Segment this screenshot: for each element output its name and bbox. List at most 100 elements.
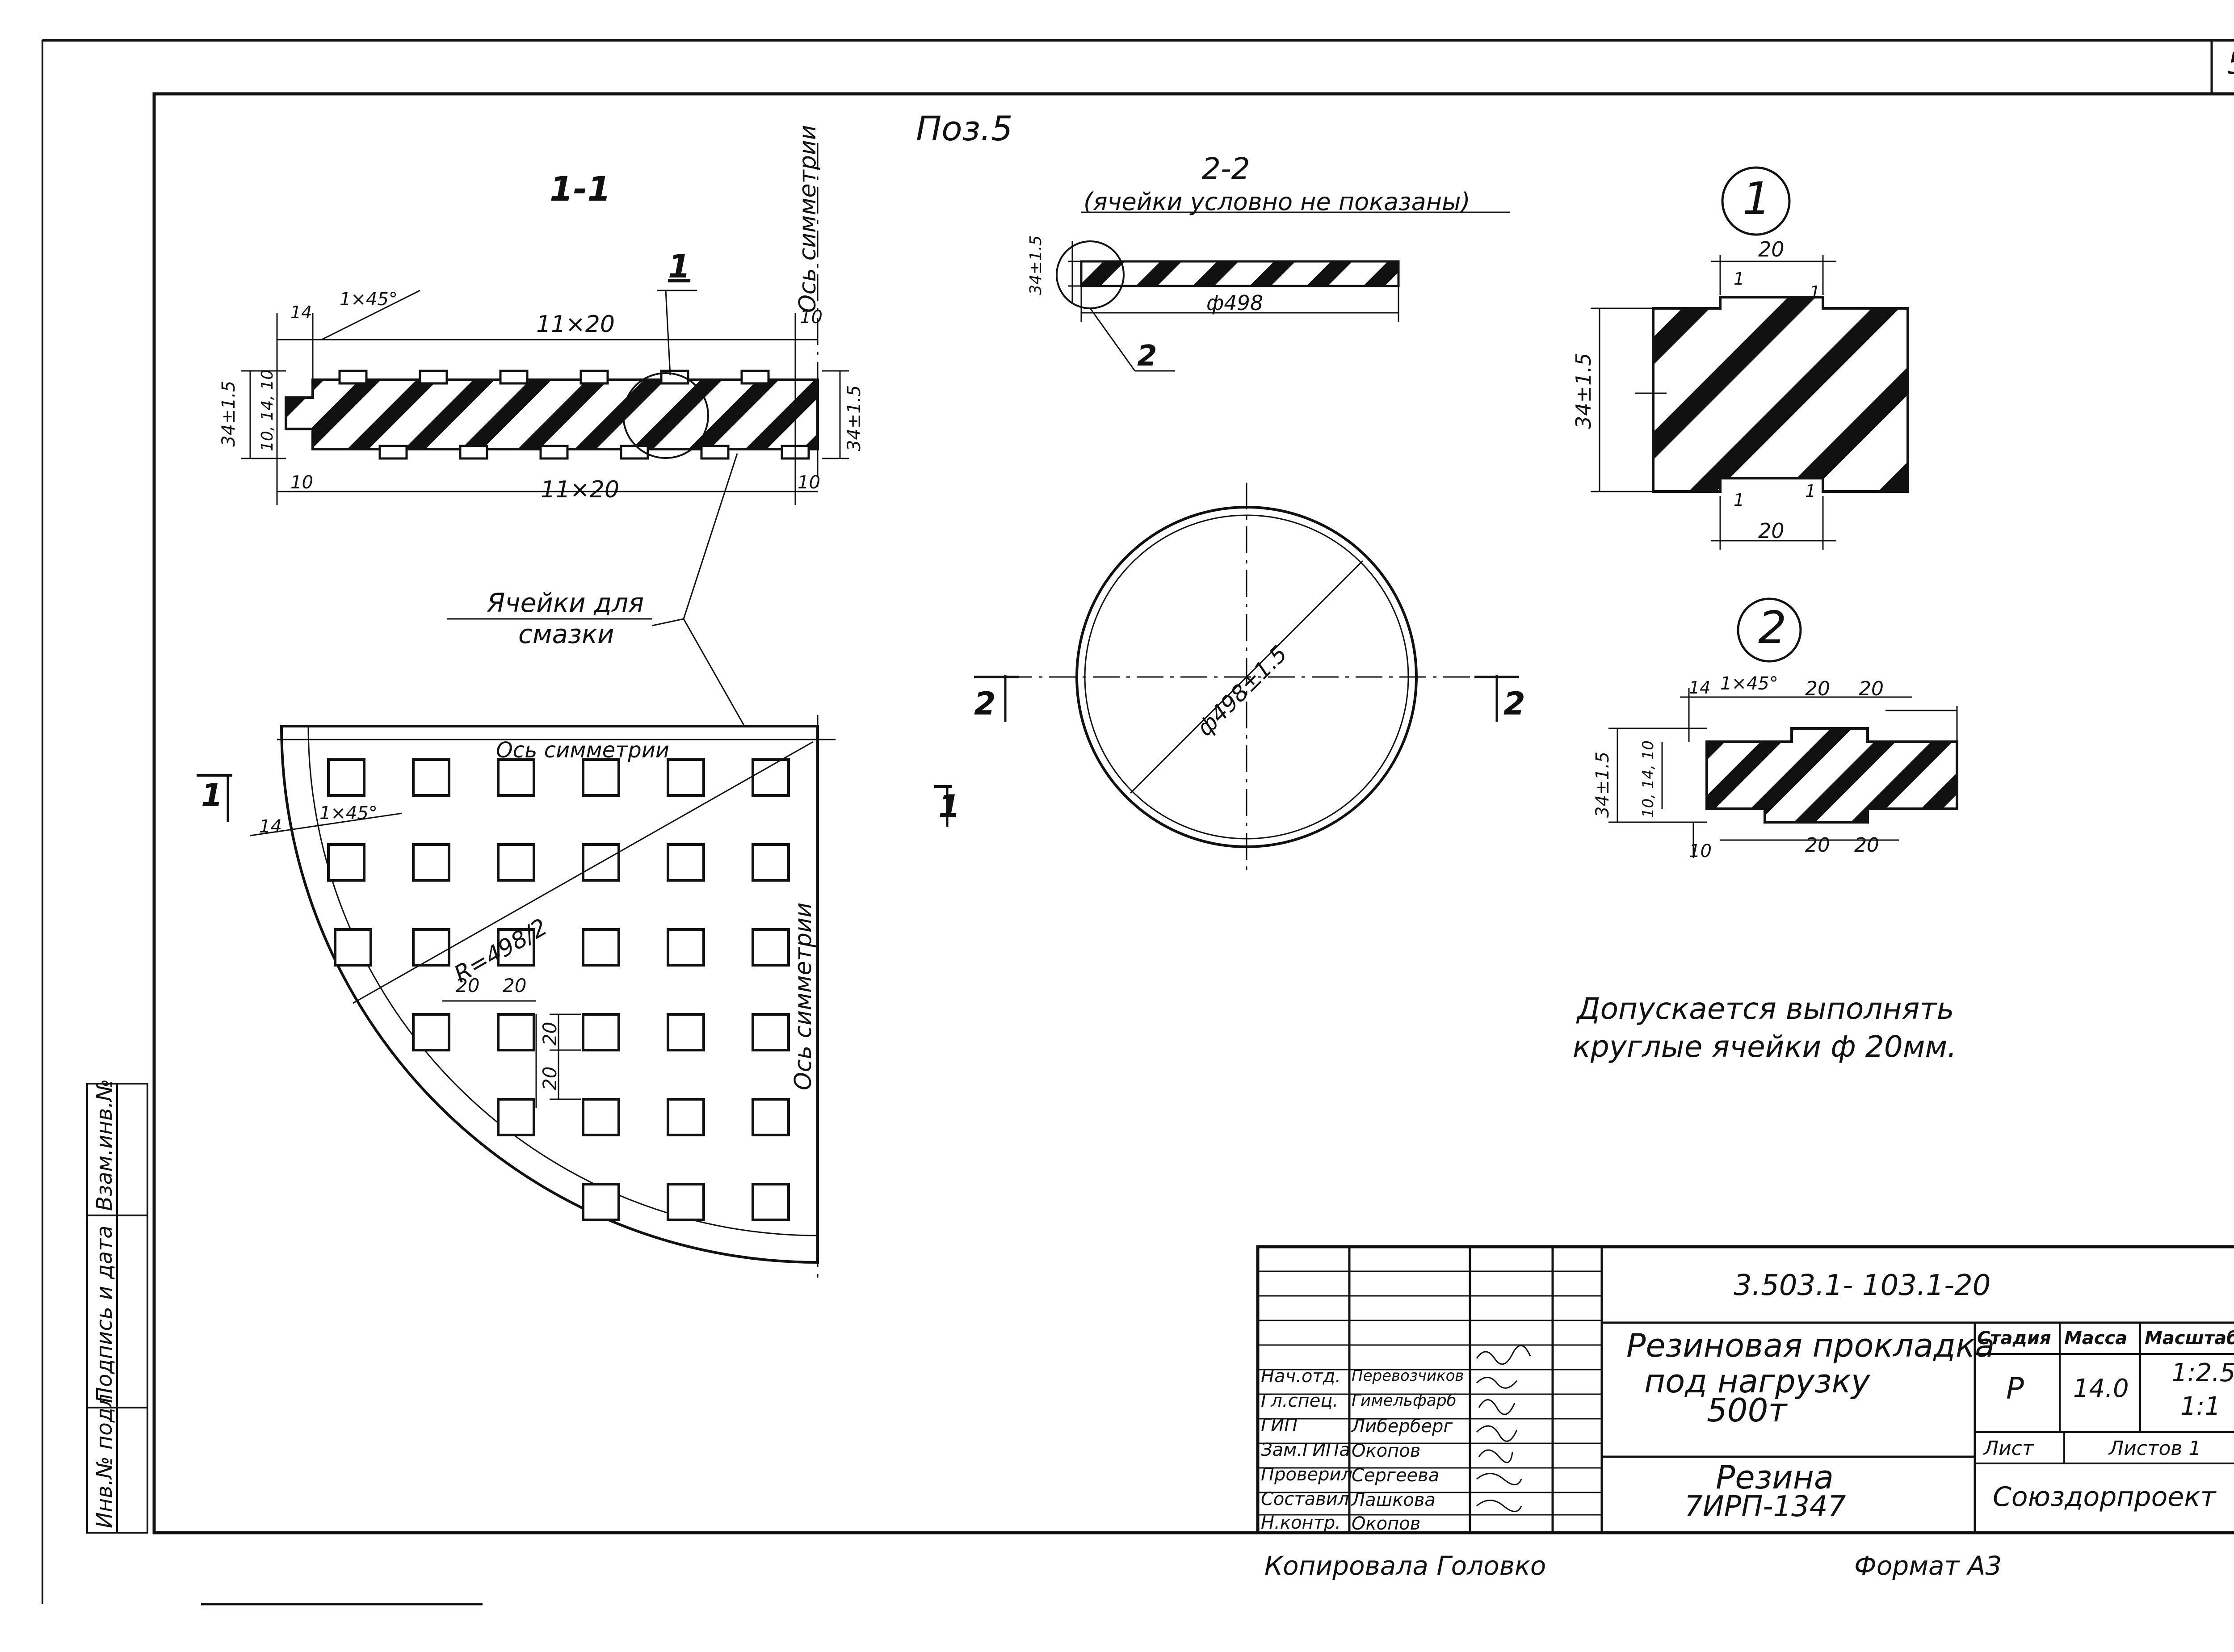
material-line1: Резина bbox=[1716, 1459, 1834, 1496]
section11-pitch-top: 11×20 bbox=[536, 311, 615, 338]
detail2-top-20a: 20 bbox=[1805, 677, 1830, 700]
detail2-w14: 14 bbox=[1689, 678, 1711, 698]
material-line2: 7ИРП-1347 bbox=[1684, 1490, 1846, 1523]
role-7: Н.контр. bbox=[1261, 1513, 1341, 1533]
detail2-chamfer: 1×45° bbox=[1720, 673, 1778, 694]
section11-w14: 14 bbox=[290, 303, 312, 322]
signatures bbox=[1476, 1345, 1531, 1512]
section-2-2 bbox=[1056, 211, 1510, 372]
section11-end10c: 10 bbox=[798, 472, 820, 493]
stamp-replace-inv: Взам.инв.№ bbox=[92, 1079, 117, 1211]
sheet-frame bbox=[42, 39, 2234, 1604]
detail2-mark: 2 bbox=[1758, 601, 1787, 654]
organization: Союздорпроект bbox=[1993, 1481, 2216, 1513]
stage-value: Р bbox=[2006, 1371, 2024, 1406]
sheet-label: Лист bbox=[1984, 1437, 2034, 1460]
person-5: Сергеева bbox=[1352, 1465, 1440, 1486]
section11-thickness-left: 34±1.5 bbox=[218, 381, 239, 447]
plan-chamfer: 1×45° bbox=[319, 803, 378, 824]
role-5: Проверил bbox=[1261, 1464, 1353, 1485]
cut-mark-2-right: 2 bbox=[1503, 685, 1525, 722]
detail2-bottom-10: 10 bbox=[1689, 841, 1712, 862]
section11-inner-dims: 10, 14, 10 bbox=[258, 370, 277, 451]
person-7: Окопов bbox=[1352, 1513, 1421, 1534]
section22-subtitle: (ячейки условно не показаны) bbox=[1083, 188, 1470, 216]
section11-axis-label: Ось симметрии bbox=[794, 125, 821, 313]
cells-label-line2: смазки bbox=[518, 619, 614, 649]
position-label: Поз.5 bbox=[916, 109, 1013, 148]
section22-title: 2-2 bbox=[1202, 151, 1250, 186]
plan-circle bbox=[934, 483, 1519, 871]
person-6: Лашкова bbox=[1352, 1490, 1436, 1510]
scale-value-1: 1:2.5 bbox=[2171, 1358, 2234, 1387]
cut-mark-2-left: 2 bbox=[974, 685, 996, 722]
section11-chamfer: 1×45° bbox=[340, 289, 398, 310]
detail-2 bbox=[1608, 597, 1958, 858]
cut-mark-1-plan: 1 bbox=[201, 777, 223, 814]
detail2-bottom-20b: 20 bbox=[1854, 834, 1879, 857]
mass-value: 14.0 bbox=[2073, 1374, 2129, 1403]
section11-pitch-bottom: 11×20 bbox=[541, 476, 619, 503]
scale-value-2: 1:1 bbox=[2180, 1392, 2221, 1421]
detail1-chamfer-c: 1 bbox=[1734, 490, 1745, 510]
section11-end10a: 10 bbox=[800, 307, 823, 328]
role-6: Составил bbox=[1261, 1489, 1349, 1509]
detail1-bottom-dim: 20 bbox=[1758, 519, 1785, 543]
role-3: ГИП bbox=[1261, 1415, 1298, 1436]
note-line1: Допускается выполнять bbox=[1577, 992, 1954, 1026]
mass-header: Масса bbox=[2064, 1328, 2128, 1349]
plan-axis-top: Ось симметрии bbox=[496, 738, 670, 763]
detail1-chamfer-a: 1 bbox=[1734, 269, 1745, 289]
detail1-chamfer-b: 1 bbox=[1810, 282, 1821, 302]
document-code: 3.503.1- 103.1-20 bbox=[1734, 1269, 1991, 1302]
circle-diameter: ф498±1.5 bbox=[1192, 641, 1292, 741]
plan-cell-dim-c: 20 bbox=[539, 1022, 561, 1046]
section22-thickness: 34±1.5 bbox=[1027, 235, 1045, 295]
detail1-top-dim: 20 bbox=[1758, 237, 1785, 261]
section11-thickness-right: 34±1.5 bbox=[844, 385, 865, 451]
sheet-number: 57 bbox=[2227, 49, 2234, 79]
copied-by: Копировала Головко bbox=[1264, 1551, 1546, 1581]
section11-end10b: 10 bbox=[290, 472, 313, 493]
section11-leader-number: 1 bbox=[668, 248, 691, 285]
title-name-line3: 500т bbox=[1707, 1391, 1787, 1429]
detail-1 bbox=[1591, 166, 1909, 550]
detail2-inner: 10, 14, 10 bbox=[1639, 740, 1657, 818]
stamp-inv-no: Инв.№ подл. bbox=[92, 1387, 117, 1528]
plan-cell-dim-a: 20 bbox=[456, 975, 480, 996]
detail2-bottom-20a: 20 bbox=[1805, 834, 1830, 857]
section-1-1 bbox=[241, 143, 849, 769]
role-4: Зам.ГИПа bbox=[1261, 1440, 1350, 1460]
side-stamp bbox=[86, 1083, 148, 1534]
detail1-chamfer-d: 1 bbox=[1805, 481, 1816, 501]
detail1-thickness: 34±1.5 bbox=[1571, 353, 1596, 429]
plan-cell-dim-b: 20 bbox=[503, 975, 527, 996]
cells-label-line1: Ячейки для bbox=[487, 588, 644, 618]
quarter-plan bbox=[197, 715, 836, 1278]
role-2: Гл.спец. bbox=[1261, 1391, 1339, 1411]
plan-cell-dim-d: 20 bbox=[539, 1067, 561, 1090]
detail2-top-20b: 20 bbox=[1859, 677, 1884, 700]
note-line2: круглые ячейки ф 20мм. bbox=[1573, 1030, 1957, 1064]
cut-mark-1-circle: 1 bbox=[938, 788, 960, 825]
scale-header: Масштаб bbox=[2145, 1328, 2234, 1349]
detail2-thickness: 34±1.5 bbox=[1592, 752, 1613, 818]
person-3: Либерберг bbox=[1352, 1416, 1453, 1437]
person-1: Перевозчиков bbox=[1352, 1367, 1464, 1385]
person-4: Окопов bbox=[1352, 1441, 1421, 1461]
role-1: Нач.отд. bbox=[1261, 1366, 1341, 1387]
stamp-signature-date: Подпись и дата bbox=[92, 1225, 117, 1403]
title-block-frame bbox=[1256, 1245, 2234, 1534]
section22-leader-number: 2 bbox=[1137, 340, 1157, 373]
plan-w14: 14 bbox=[259, 816, 282, 837]
stage-header: Стадия bbox=[1977, 1328, 2051, 1349]
title-name-line1: Резиновая прокладка bbox=[1626, 1327, 1995, 1364]
sheets-count: Листов 1 bbox=[2109, 1437, 2201, 1460]
title-name-line2: под нагрузку bbox=[1644, 1362, 1870, 1400]
plan-axis-right: Ось симметрии bbox=[790, 903, 817, 1090]
section11-title: 1-1 bbox=[550, 169, 611, 209]
sheet-format: Формат А3 bbox=[1854, 1551, 2002, 1581]
person-2: Гимельфарб bbox=[1352, 1391, 1457, 1410]
detail1-mark: 1 bbox=[1743, 172, 1771, 225]
